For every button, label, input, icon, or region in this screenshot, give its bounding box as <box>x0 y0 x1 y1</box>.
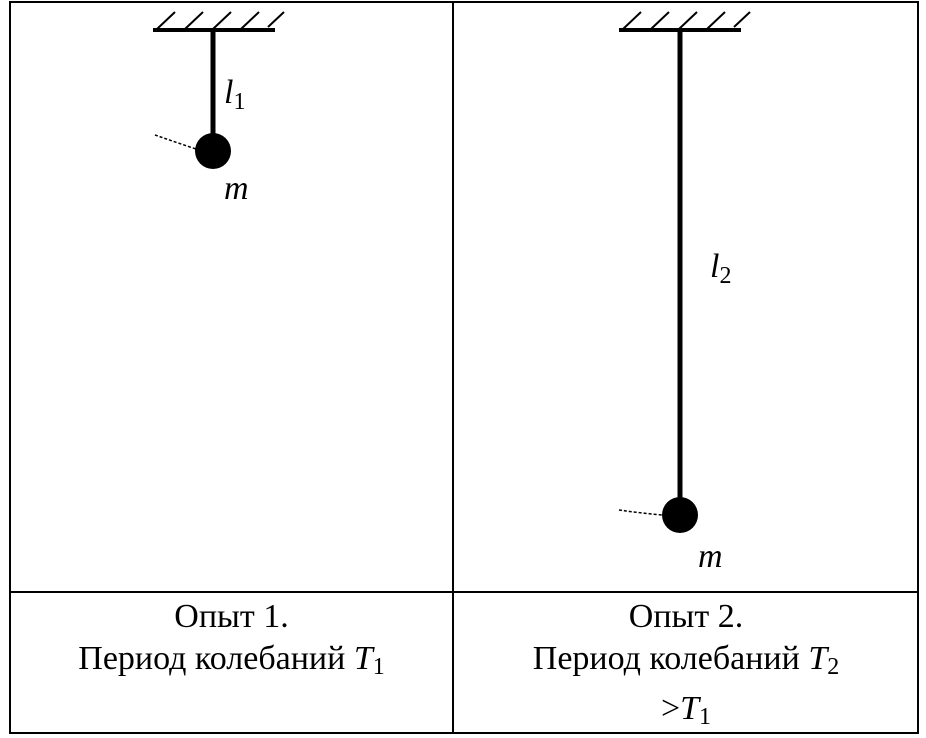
ceiling-hatch-2 <box>622 11 751 30</box>
bob-1 <box>195 133 231 169</box>
period-line: Период колебаний T2 <box>532 640 840 680</box>
bob-2 <box>662 497 698 533</box>
experiment-title: Опыт 2. <box>628 598 744 635</box>
length-label-2: l2 <box>710 248 732 289</box>
pendulum-1 <box>153 11 285 169</box>
experiment-title: Опыт 1. <box>174 598 289 635</box>
caption-experiment-2: Опыт 2. Период колебаний T2 >T1 <box>454 596 918 738</box>
swing-arc-1 <box>154 134 197 150</box>
comparison-line: >T1 <box>660 690 712 730</box>
length-label-1: l1 <box>224 74 246 115</box>
period-line: Период колебаний T1 <box>78 640 385 680</box>
ceiling-hatch-1 <box>156 11 285 30</box>
mass-label-1: m <box>224 170 249 207</box>
swing-arc-2 <box>618 509 663 516</box>
caption-experiment-1: Опыт 1. Период колебаний T1 <box>10 596 453 688</box>
mass-label-2: m <box>698 538 723 575</box>
table-borders <box>9 1 919 734</box>
pendulum-2 <box>618 11 751 533</box>
